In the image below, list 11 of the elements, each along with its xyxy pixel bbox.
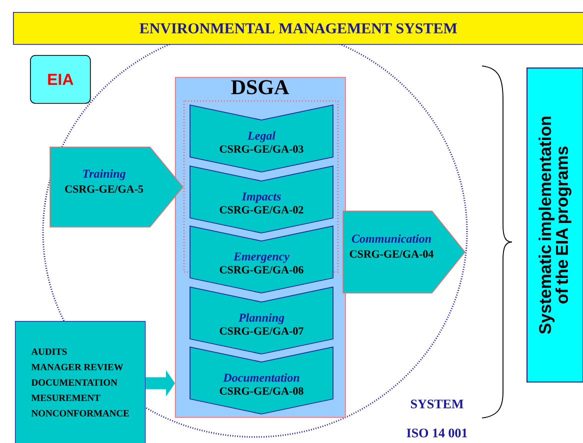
vertical-box: Systematic implementation of the EIA programs bbox=[526, 67, 583, 382]
label-text: SYSTEM bbox=[410, 400, 464, 408]
text-box: AUDITS MANAGER REVIEW DOCUMENTATION MESUREMENT NONCONFORMANCE bbox=[15, 320, 146, 443]
rounded-box: EIA bbox=[30, 55, 91, 104]
chevron-box: Documentation CSRG-GE/GA-08 bbox=[190, 346, 334, 414]
chevron-box: Impacts CSRG-GE/GA-02 bbox=[190, 166, 334, 234]
chevron-box: Legal CSRG-GE/GA-03 bbox=[190, 104, 334, 172]
chevron-box: Emergency CSRG-GE/GA-06 bbox=[190, 226, 334, 294]
chevron-box: Planning CSRG-GE/GA-07 bbox=[190, 286, 334, 354]
label-text: ISO 14 001 bbox=[406, 428, 468, 438]
title-banner: ENVIRONMENTAL MANAGEMENT SYSTEM bbox=[13, 12, 583, 45]
